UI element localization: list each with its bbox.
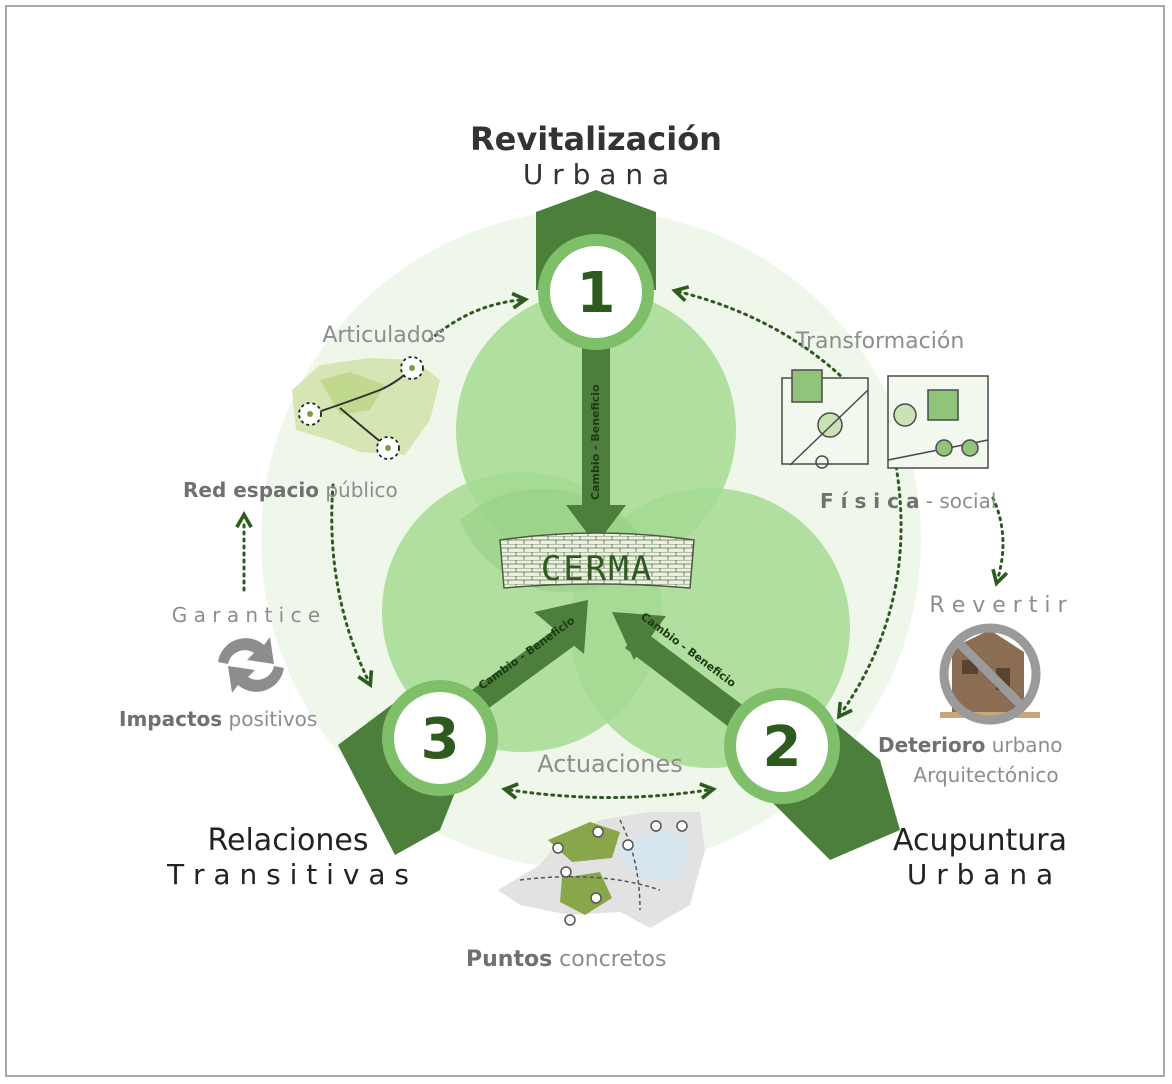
- cerma-label: CERMA: [541, 549, 653, 589]
- articulados-label: Articulados: [322, 323, 445, 348]
- node-3-badge: 3: [382, 680, 498, 796]
- node-1-title: Revitalización: [470, 120, 722, 158]
- node-1-number: 1: [577, 261, 616, 326]
- garantice-label: G a r a n t i c e: [172, 603, 320, 627]
- impactos-light: positivos: [222, 707, 317, 731]
- fisica-label: F í s i c a - social: [820, 489, 996, 513]
- node-1-badge: 1: [538, 234, 654, 350]
- deterioro-light: urbano: [985, 733, 1062, 757]
- node-2-badge: 2: [724, 688, 840, 804]
- arrow-1: [566, 345, 626, 545]
- fisica-light: - social: [919, 489, 996, 513]
- actuaciones-label: Actuaciones: [537, 750, 683, 778]
- node-3-title: Relaciones: [208, 823, 369, 858]
- impactos-label: Impactos positivos: [119, 707, 317, 731]
- revertir-label: R e v e r t i r: [929, 593, 1067, 618]
- arrow-2: [612, 612, 757, 737]
- puntos-map-image: [498, 812, 705, 928]
- red-espacio-label: Red espacio público: [183, 478, 398, 502]
- articulados-map-image: [292, 356, 440, 460]
- arrow-1-label: Cambio - Beneficio: [589, 384, 602, 500]
- puntos-bold: Puntos: [466, 947, 552, 972]
- node-2-title: Acupuntura: [893, 823, 1067, 858]
- node-3-subtitle: T r a n s i t i v a s: [166, 858, 409, 891]
- node-3-number: 3: [421, 707, 460, 772]
- refresh-icon: [218, 637, 284, 693]
- node-2-subtitle: U r b a n a: [907, 858, 1053, 891]
- impactos-bold: Impactos: [119, 707, 222, 731]
- arquitectonico-label: Arquitectónico: [913, 763, 1058, 787]
- dotted-connectors: [235, 285, 1009, 800]
- deterioro-bold: Deterioro: [878, 733, 985, 757]
- puntos-label: Puntos concretos: [466, 947, 666, 972]
- puntos-light: concretos: [552, 947, 666, 972]
- deterioro-label: Deterioro urbano: [878, 733, 1062, 757]
- transformacion-label: Transformación: [795, 329, 965, 354]
- transformacion-sketch-image: [781, 369, 989, 469]
- prohibited-icon: [939, 623, 1041, 725]
- cerma-wall: CERMA: [499, 532, 695, 589]
- red-espacio-bold: Red espacio: [183, 478, 319, 502]
- fisica-bold: F í s i c a: [820, 489, 919, 513]
- node-2-number: 2: [763, 715, 802, 780]
- red-espacio-light: público: [319, 478, 398, 502]
- node-1-subtitle: U r b a n a: [523, 158, 669, 191]
